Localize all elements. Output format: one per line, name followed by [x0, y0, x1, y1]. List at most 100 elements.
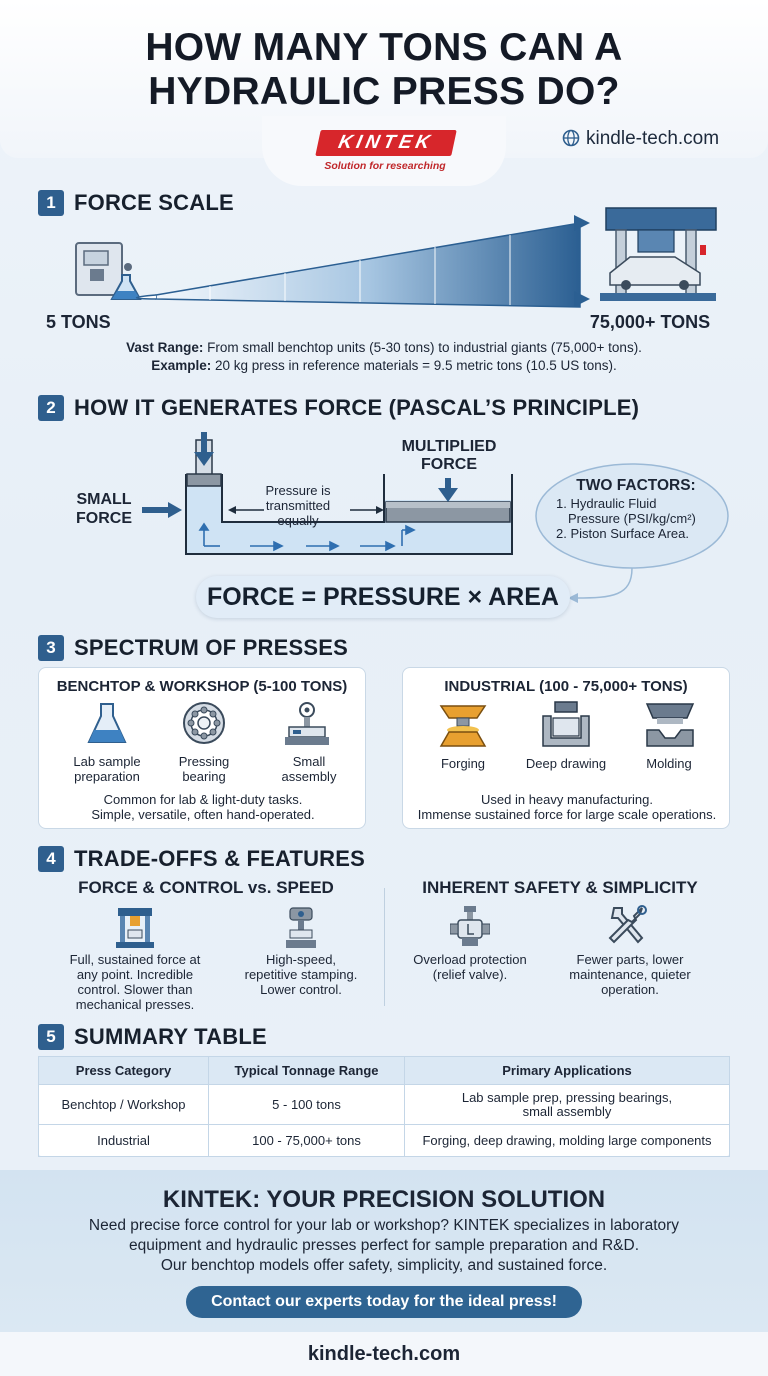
c1-line-1: Full, sustained force at [69, 952, 201, 967]
table-cell: Forging, deep drawing, molding large com… [404, 1124, 730, 1157]
page-title: HOW MANY TONS CAN A HYDRAULIC PRESS DO? [0, 26, 768, 114]
factors-text: TWO FACTORS: 1. Hydraulic Fluid Pressure… [556, 478, 716, 541]
table-cell: Lab sample prep, pressing bearings, smal… [404, 1084, 730, 1125]
summary-table: Press Category Typical Tonnage Range Pri… [38, 1056, 730, 1157]
force-control-title: FORCE & CONTROL vs. SPEED [78, 878, 334, 897]
force-formula: FORCE = PRESSURE × AREA [196, 576, 570, 618]
factor-1a: 1. Hydraulic Fluid [556, 496, 657, 511]
forging-icon [439, 705, 487, 747]
bench-note-1: Common for lab & light-duty tasks. [103, 792, 303, 807]
site-link-top[interactable]: kindle-tech.com [562, 128, 719, 150]
kintek-logo[interactable]: KINTEK [315, 130, 457, 156]
section-5-title: SUMMARY TABLE [74, 1024, 267, 1049]
c2-line-2: repetitive stamping. [244, 967, 358, 982]
example-note: Example: 20 kg press in reference materi… [30, 358, 738, 373]
mechanical-tradeoff-text: High-speed, repetitive stamping. Lower c… [226, 952, 376, 997]
pascal-diagram [185, 432, 513, 555]
simplicity-text: Fewer parts, lower maintenance, quieter … [556, 952, 704, 997]
footer-site-link[interactable]: kindle-tech.com [0, 1332, 768, 1376]
bearing-line-2: bearing [182, 769, 226, 784]
mult-line-1: MULTIPLIED [401, 438, 497, 455]
section-3-number: 3 [38, 635, 64, 661]
deep-drawing-icon [542, 701, 590, 747]
benchtop-unit-icon [75, 242, 132, 296]
c1-line-3: control. Slower than [77, 982, 193, 997]
small-force-label: SMALL FORCE [64, 490, 144, 528]
section-4-divider [384, 888, 385, 1006]
site-url[interactable]: kindle-tech.com [586, 128, 720, 149]
section-3-title: SPECTRUM OF PRESSES [74, 635, 348, 660]
mult-line-2: FORCE [421, 456, 477, 473]
bench-note-2: Simple, versatile, often hand-operated. [91, 807, 315, 822]
section-5-number: 5 [38, 1024, 64, 1050]
section-2-title: HOW IT GENERATES FORCE (PASCAL’S PRINCIP… [74, 395, 640, 420]
section-1-title: FORCE SCALE [74, 190, 234, 215]
molding-label: Molding [646, 756, 692, 771]
small-force-line-1: SMALL [76, 491, 132, 508]
industrial-press-icon [600, 207, 717, 301]
c1-line-2: any point. Incredible [76, 967, 194, 982]
cta-line-3: Our benchtop models offer safety, simpli… [160, 1257, 608, 1274]
c4-line-2: maintenance, quieter [569, 967, 691, 982]
pressure-line-1: Pressure is [265, 483, 331, 498]
c1-line-4: mechanical presses. [75, 997, 195, 1012]
c3-line-1: Overload protection [413, 952, 527, 967]
table-cell: Industrial [38, 1124, 209, 1157]
small-assembly-icon [285, 702, 329, 745]
table-row: Benchtop / Workshop 5 - 100 tons Lab sam… [38, 1084, 730, 1125]
mechanical-press-icon [286, 907, 316, 948]
cta-line-1: Need precise force control for your lab … [88, 1217, 680, 1234]
c2-line-1: High-speed, [265, 952, 337, 967]
col-primary-applications: Primary Applications [404, 1056, 730, 1085]
assembly-line-1: Small [292, 754, 326, 769]
benchtop-card-title: BENCHTOP & WORKSHOP (5-100 TONS) [56, 678, 348, 695]
factor-1b: Pressure (PSI/kg/cm²) [568, 511, 696, 526]
table-row: Industrial 100 - 75,000+ tons Forging, d… [38, 1124, 730, 1157]
section-4-title: TRADE-OFFS & FEATURES [74, 846, 366, 871]
pressure-line-3: equally [277, 513, 319, 528]
factors-bubble [535, 463, 729, 603]
table-header-row: Press Category Typical Tonnage Range Pri… [38, 1056, 730, 1085]
contact-experts-button[interactable]: Contact our experts today for the ideal … [186, 1286, 582, 1318]
c2-line-3: Lower control. [260, 982, 342, 997]
section-4-number: 4 [38, 846, 64, 872]
industrial-card-title: INDUSTRIAL (100 - 75,000+ TONS) [444, 678, 688, 695]
industrial-note: Used in heavy manufacturing. Immense sus… [403, 792, 731, 822]
benchtop-note: Common for lab & light-duty tasks. Simpl… [39, 792, 367, 822]
example-text: 20 kg press in reference materials = 9.5… [211, 358, 617, 373]
scale-min-label: 5 TONS [46, 312, 111, 332]
c3-line-2: (relief valve). [432, 967, 508, 982]
safety-title: INHERENT SAFETY & SIMPLICITY [422, 878, 698, 897]
ind-note-2: Immense sustained force for large scale … [417, 807, 717, 822]
hydraulic-press-icon [116, 908, 154, 948]
force-scale-graphic [75, 207, 717, 308]
pressure-line-2: transmitted [265, 498, 331, 513]
small-force-arrow [142, 502, 182, 518]
lab-sample-label: Lab sample preparation [57, 754, 157, 784]
benchtop-card: BENCHTOP & WORKSHOP (5-100 TONS) Lab sam… [38, 667, 366, 829]
scale-max-label: 75,000+ TONS [589, 312, 711, 332]
factors-title: TWO FACTORS: [576, 477, 696, 494]
ind-note-1: Used in heavy manufacturing. [481, 792, 653, 807]
section-1-number: 1 [38, 190, 64, 216]
globe-icon [562, 129, 580, 147]
pressure-label: Pressure is transmitted equally [238, 483, 358, 528]
overload-protection-text: Overload protection (relief valve). [396, 952, 544, 982]
cta-body: Need precise force control for your lab … [40, 1216, 728, 1276]
c4-line-1: Fewer parts, lower [576, 952, 684, 967]
section-2-number: 2 [38, 395, 64, 421]
multiplied-force-label: MULTIPLIED FORCE [388, 438, 510, 474]
table-cell: 5 - 100 tons [208, 1084, 405, 1125]
molding-icon [645, 703, 695, 747]
example-lead: Example: [151, 358, 212, 373]
cta-title: KINTEK: YOUR PRECISION SOLUTION [162, 1186, 606, 1213]
flask-icon [87, 703, 127, 743]
hydraulic-tradeoff-text: Full, sustained force at any point. Incr… [56, 952, 214, 1012]
deep-drawing-label: Deep drawing [525, 756, 607, 771]
factor-2: 2. Piston Surface Area. [556, 526, 689, 541]
industrial-card: INDUSTRIAL (100 - 75,000+ TONS) Forging … [402, 667, 730, 829]
tools-icon [608, 905, 647, 944]
c4-line-3: operation. [601, 982, 659, 997]
bearing-icon [183, 702, 225, 744]
relief-valve-icon [450, 906, 490, 946]
